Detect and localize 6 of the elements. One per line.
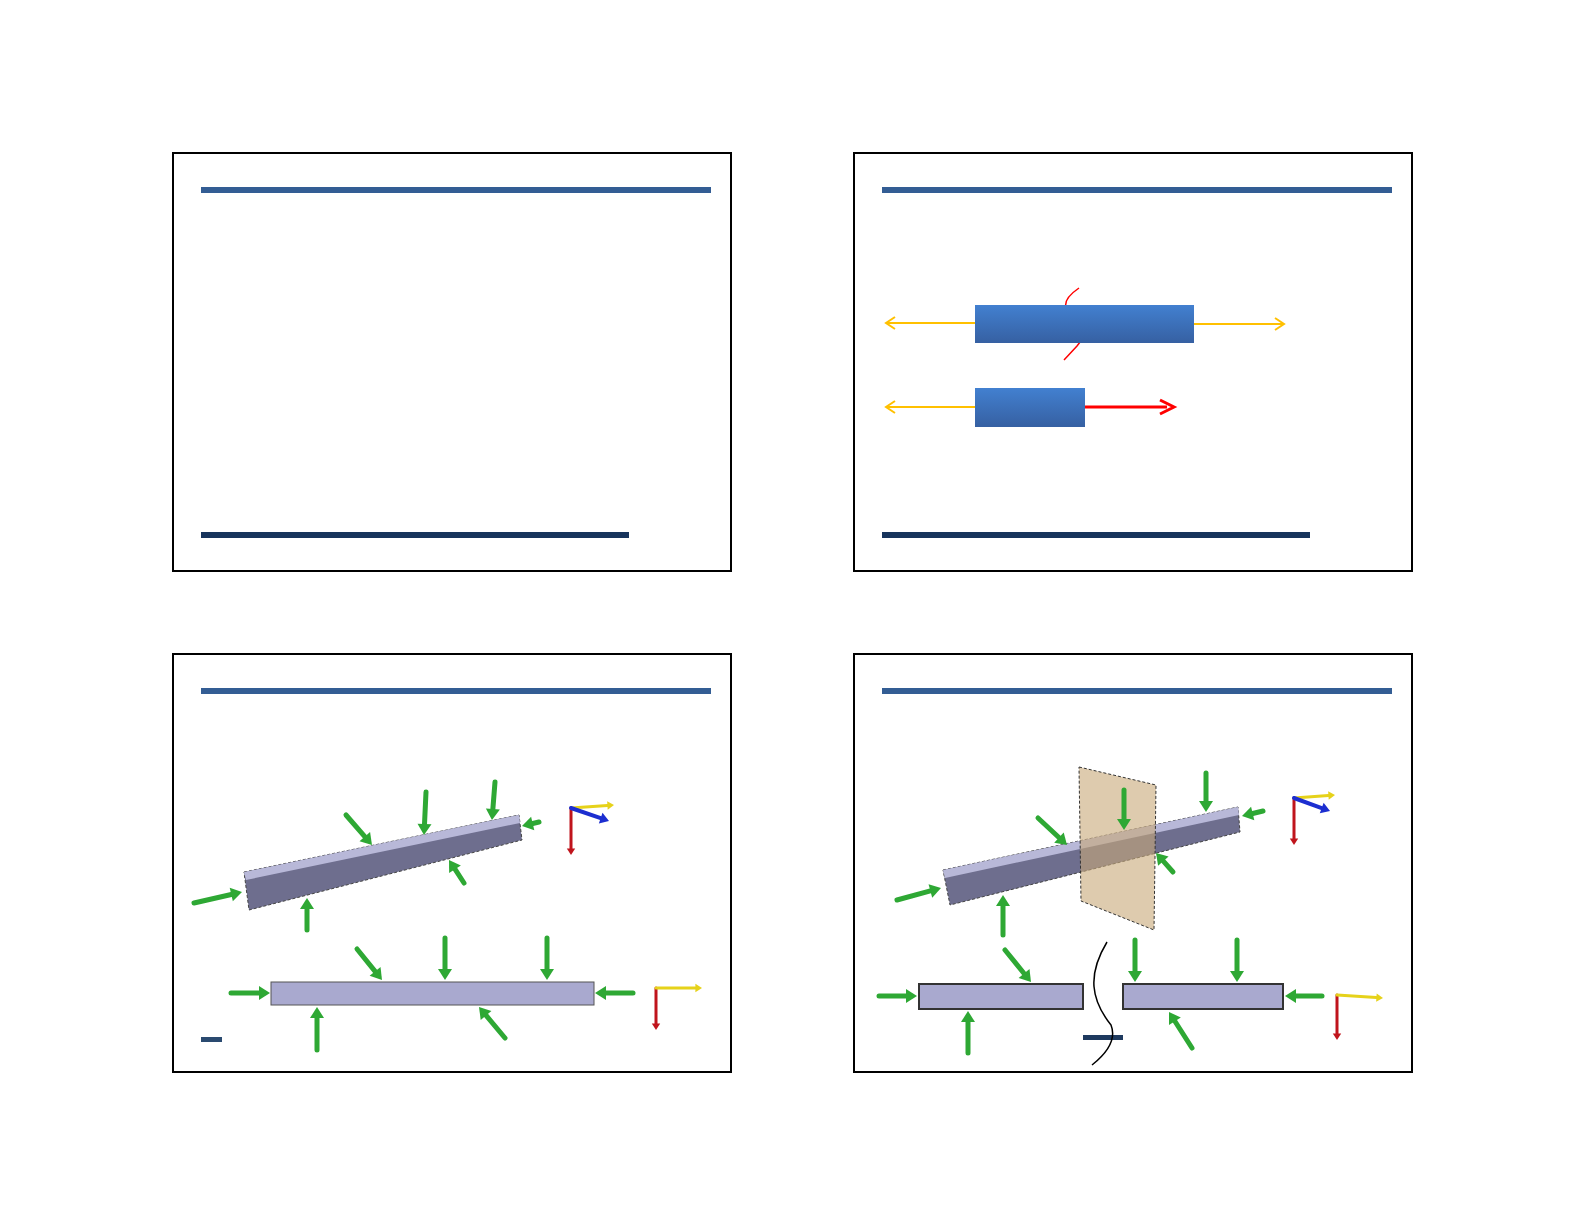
slide-frame: [172, 152, 732, 572]
slide-frame: [853, 152, 1413, 572]
bar: [975, 305, 1194, 343]
bar: [975, 388, 1085, 427]
slide-frame: [172, 653, 732, 1073]
slide-frame: [853, 653, 1413, 1073]
